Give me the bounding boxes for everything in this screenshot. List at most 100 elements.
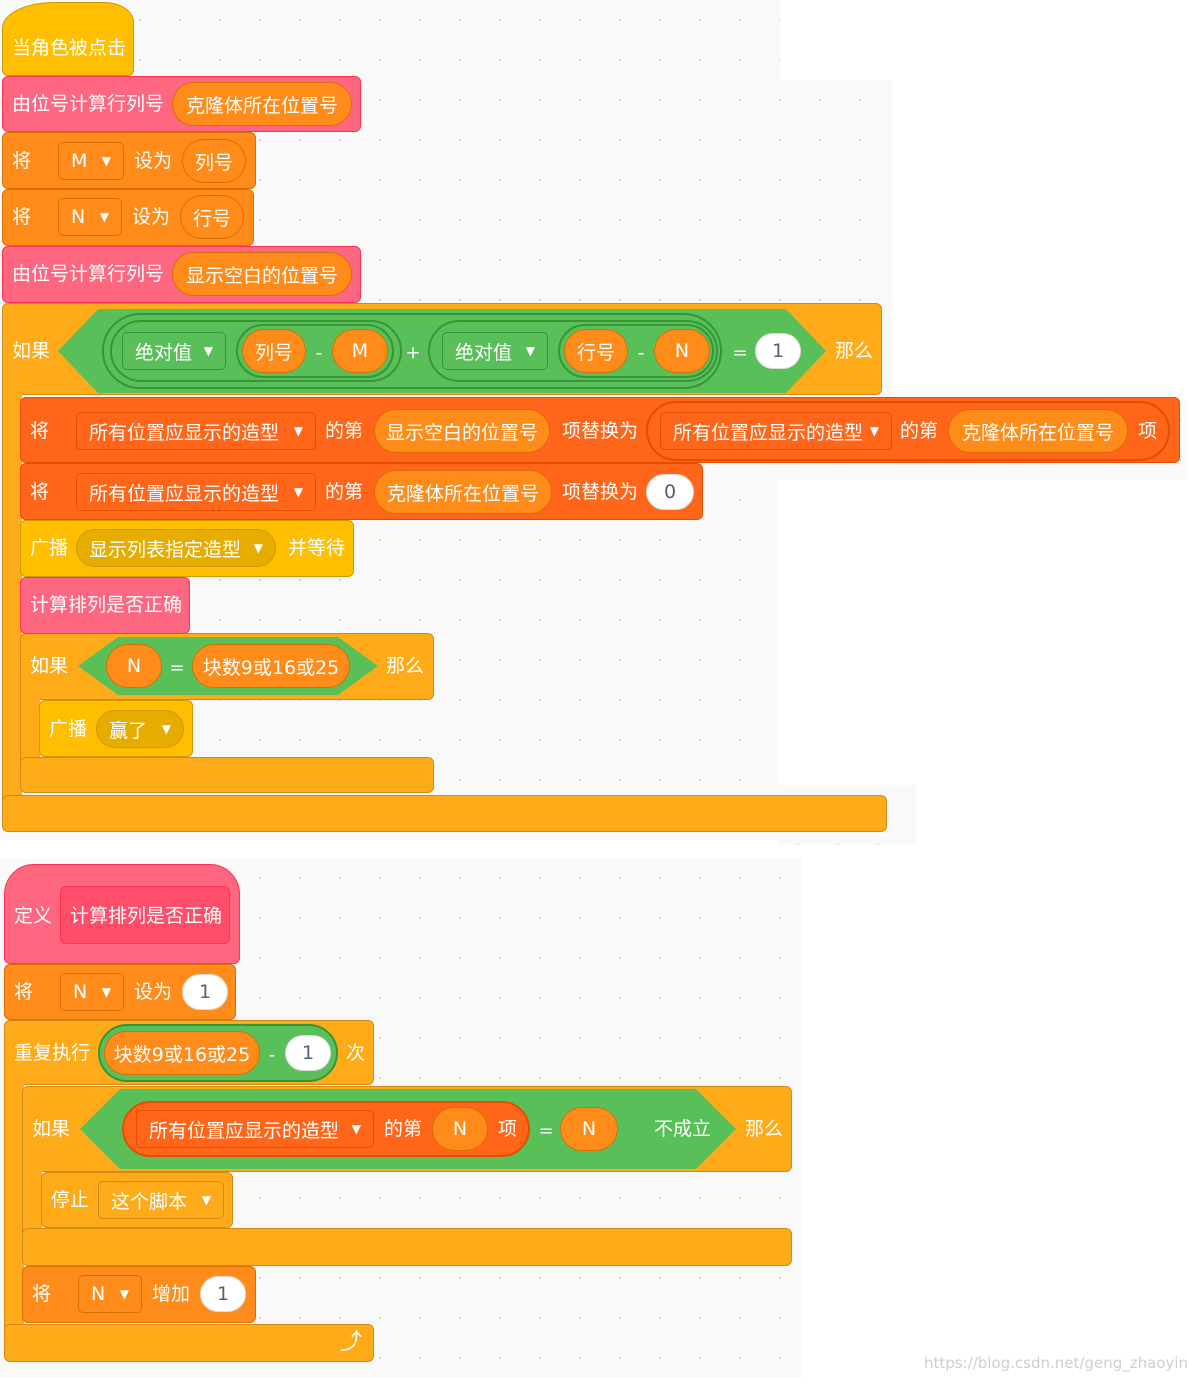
tile-count-reporter[interactable]: 块数9或16或25 [192, 644, 350, 688]
chevron-down-icon: ▼ [203, 344, 213, 358]
clone-position-reporter[interactable]: 克隆体所在位置号 [172, 82, 352, 126]
number-input[interactable]: 1 [755, 333, 801, 369]
column-reporter[interactable]: 列号 [242, 329, 306, 373]
variable-reporter-n[interactable]: N [654, 329, 710, 373]
define-label: 定义 [14, 905, 53, 927]
of-label: 的第 [384, 1118, 423, 1140]
if-not-block-arm [22, 1165, 42, 1235]
list-dropdown[interactable]: 所有位置应显示的造型 ▼ [136, 1110, 374, 1148]
if-label: 如果 [30, 655, 69, 677]
repeat-block-foot [4, 1324, 374, 1362]
blank-position-reporter[interactable]: 显示空白的位置号 [172, 252, 352, 296]
broadcast-label: 广播 [49, 718, 88, 740]
stop-option-dropdown[interactable]: 这个脚本 ▼ [98, 1181, 224, 1219]
if-block-inner-foot [20, 757, 434, 793]
chevron-down-icon: ▼ [293, 485, 303, 499]
custom-block-label: 计算排列是否正确 [30, 594, 183, 616]
tile-count-reporter[interactable]: 块数9或16或25 [104, 1031, 260, 1075]
not-label: 不成立 [654, 1118, 712, 1140]
clone-position-reporter[interactable]: 克隆体所在位置号 [374, 470, 552, 514]
variable-name: N [71, 206, 86, 228]
list-dropdown[interactable]: 所有位置应显示的造型 ▼ [76, 473, 316, 511]
clone-position-reporter[interactable]: 克隆体所在位置号 [948, 409, 1128, 453]
set-verb: 将 [14, 981, 34, 1003]
value-input[interactable]: 0 [646, 474, 694, 510]
equals-sign: = [732, 342, 748, 364]
blank-position-reporter[interactable]: 显示空白的位置号 [374, 409, 550, 453]
change-by-label: 增加 [152, 1283, 191, 1305]
abs-function-dropdown-1[interactable]: 绝对值 ▼ [122, 332, 226, 370]
chevron-down-icon: ▼ [351, 1122, 361, 1136]
broadcast-message-dropdown[interactable]: 赢了▼ [96, 710, 184, 748]
set-verb: 将 [12, 206, 32, 228]
list-name: 所有位置应显示的造型 [673, 421, 864, 444]
value-input[interactable]: 1 [200, 1276, 246, 1312]
row-reporter[interactable]: 行号 [180, 195, 244, 239]
list-name: 所有位置应显示的造型 [149, 1119, 340, 1142]
list-dropdown[interactable]: 所有位置应显示的造型 ▼ [660, 412, 892, 450]
variable-dropdown-n[interactable]: N▼ [58, 198, 122, 236]
variable-reporter-m[interactable]: M [332, 329, 388, 373]
abs-function-dropdown-2[interactable]: 绝对值 ▼ [442, 332, 548, 370]
variable-name: N [91, 1283, 106, 1305]
hat-label: 当角色被点击 [12, 37, 127, 59]
variable-name: N [73, 981, 88, 1003]
variable-dropdown-n[interactable]: N▼ [78, 1275, 142, 1313]
replace-verb: 将 [30, 420, 50, 442]
list-dropdown[interactable]: 所有位置应显示的造型▼ [76, 412, 316, 450]
chevron-down-icon: ▼ [101, 154, 111, 168]
variable-reporter-n[interactable]: N [432, 1107, 488, 1151]
chevron-down-icon: ▼ [101, 985, 111, 999]
call-check-order-block[interactable] [20, 577, 190, 634]
abs-label: 绝对值 [135, 341, 193, 364]
if-block-inner-arm [20, 695, 40, 765]
repeat-label: 重复执行 [14, 1042, 91, 1064]
stop-option: 这个脚本 [111, 1190, 188, 1213]
chevron-down-icon: ▼ [525, 344, 535, 358]
list-name: 所有位置应显示的造型 [89, 421, 280, 444]
of-label: 的第 [900, 420, 939, 442]
variable-name: M [71, 150, 88, 172]
replace-with-label: 项替换为 [562, 481, 639, 503]
custom-block-prototype[interactable] [60, 886, 230, 944]
variable-dropdown-n[interactable]: N▼ [60, 973, 124, 1011]
chevron-down-icon: ▼ [253, 541, 263, 555]
minus-sign: - [315, 342, 323, 364]
calc-position-label: 由位号计算行列号 [12, 263, 165, 285]
number-input[interactable]: 1 [285, 1035, 331, 1071]
variable-reporter-n[interactable]: N [106, 644, 162, 688]
change-verb: 将 [32, 1283, 52, 1305]
loop-arrow-icon: ⤴ [340, 1330, 363, 1355]
item-label: 项 [1138, 420, 1158, 442]
column-reporter[interactable]: 列号 [182, 139, 246, 183]
chevron-down-icon: ▼ [869, 424, 879, 438]
minus-sign: - [268, 1044, 276, 1066]
list-name: 所有位置应显示的造型 [89, 482, 280, 505]
set-to-label: 设为 [132, 206, 171, 228]
custom-block-name: 计算排列是否正确 [70, 905, 223, 927]
variable-dropdown-m[interactable]: M▼ [58, 142, 124, 180]
then-label: 那么 [745, 1118, 784, 1140]
equals-sign: = [538, 1120, 554, 1142]
abs-label: 绝对值 [455, 341, 513, 364]
item-label: 项 [498, 1118, 518, 1140]
plus-sign: + [405, 342, 421, 364]
when-sprite-clicked-hat[interactable] [2, 2, 134, 76]
replace-verb: 将 [30, 481, 50, 503]
equals-sign: = [169, 657, 185, 679]
watermark: https://blog.csdn.net/geng_zhaoying [924, 1354, 1187, 1372]
broadcast-message-dropdown[interactable]: 显示列表指定造型▼ [76, 529, 276, 567]
message-name: 赢了 [109, 719, 148, 742]
set-verb: 将 [12, 150, 32, 172]
minus-sign: - [637, 342, 645, 364]
chevron-down-icon: ▼ [99, 210, 109, 224]
set-to-label: 设为 [134, 150, 173, 172]
then-label: 那么 [835, 340, 874, 362]
value-input[interactable]: 1 [182, 974, 228, 1010]
chevron-down-icon: ▼ [201, 1193, 211, 1207]
variable-reporter-n[interactable]: N [560, 1107, 618, 1151]
row-reporter[interactable]: 行号 [564, 329, 628, 373]
times-label: 次 [346, 1042, 366, 1064]
of-label: 的第 [325, 481, 364, 503]
then-label: 那么 [386, 655, 425, 677]
